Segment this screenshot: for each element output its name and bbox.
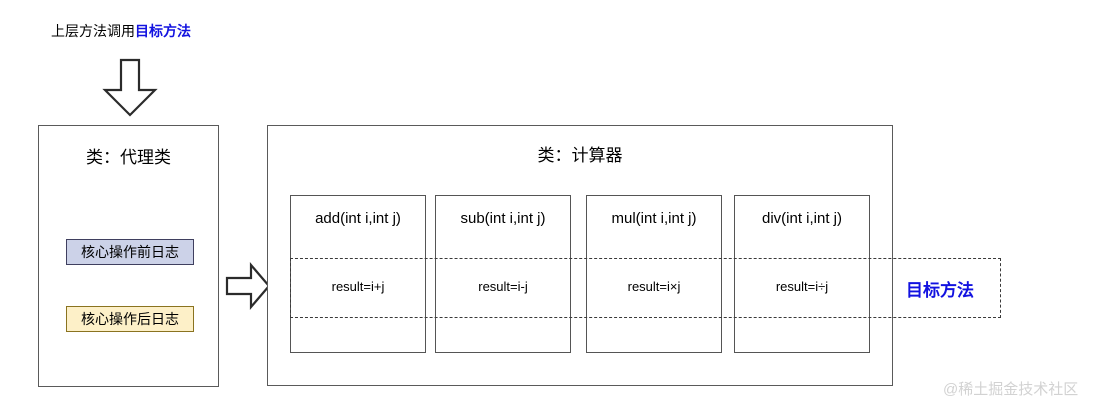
watermark-text: @稀土掘金技术社区	[943, 381, 1079, 398]
method-body: result=i÷j	[775, 279, 829, 294]
arrow-down-icon	[101, 58, 159, 118]
method-body: result=i+j	[331, 279, 385, 294]
target-method-label: 目标方法	[906, 281, 974, 300]
diagram-caption: 上层方法调用目标方法	[51, 22, 191, 40]
method-signature: add(int i,int j)	[315, 210, 401, 227]
log-before-chip[interactable]: 核心操作前日志	[66, 239, 194, 265]
caption-prefix-text: 上层方法调用	[51, 23, 135, 39]
method-box-div[interactable]: div(int i,int j) result=i÷j	[734, 195, 870, 353]
calculator-class-title: 类：计算器	[537, 146, 623, 165]
method-box-sub[interactable]: sub(int i,int j) result=i-j	[435, 195, 571, 353]
method-box-add[interactable]: add(int i,int j) result=i+j	[290, 195, 426, 353]
arrow-right-icon	[225, 262, 271, 310]
proxy-class-box: 类：代理类 核心操作前日志 核心操作后日志	[38, 125, 219, 387]
method-signature: mul(int i,int j)	[611, 210, 697, 227]
method-box-mul[interactable]: mul(int i,int j) result=i×j	[586, 195, 722, 353]
method-body: result=i-j	[478, 279, 528, 294]
method-body: result=i×j	[627, 279, 681, 294]
caption-highlight-text: 目标方法	[135, 23, 191, 39]
proxy-class-title: 类：代理类	[86, 148, 171, 167]
method-signature: div(int i,int j)	[761, 210, 843, 227]
calculator-class-box: 类：计算器	[267, 125, 893, 386]
method-signature: sub(int i,int j)	[460, 210, 546, 227]
log-after-chip[interactable]: 核心操作后日志	[66, 306, 194, 332]
